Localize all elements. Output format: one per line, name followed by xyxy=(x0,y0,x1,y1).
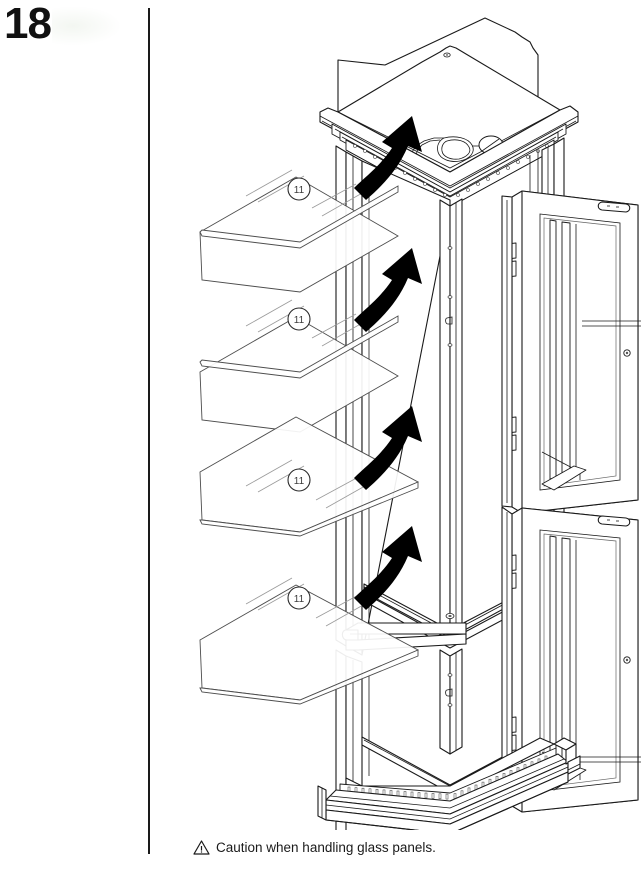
callout-11-panel-3: 11 xyxy=(287,468,311,492)
glass-shelf-panel-1: 11 xyxy=(199,169,399,293)
glass-shelf-panel-3: 11 xyxy=(199,416,420,537)
scan-smudge xyxy=(52,6,122,46)
shelf-pin-holes-lower xyxy=(445,673,453,707)
callout-11-panel-4: 11 xyxy=(287,586,311,610)
svg-text:11: 11 xyxy=(294,315,305,326)
step-number: 18 xyxy=(4,0,52,48)
caution-caption: Caution when handling glass panels. xyxy=(193,840,436,855)
glass-shelf-panel-4: 11 xyxy=(199,577,420,705)
glass-door-upper[interactable] xyxy=(511,190,639,514)
warning-triangle-icon xyxy=(193,840,210,855)
insert-arrow-1 xyxy=(354,116,422,200)
svg-text:11: 11 xyxy=(294,476,305,487)
base-molding xyxy=(317,737,569,830)
assembly-illustration: .ln{fill:none;stroke:#1a1a1a;stroke-widt… xyxy=(150,0,641,830)
base-dentil-trim xyxy=(347,755,548,800)
base-molding-right-return xyxy=(553,737,641,775)
glass-shelf-panel-2: 11 xyxy=(199,299,399,433)
insert-arrow-3 xyxy=(354,406,422,490)
svg-text:11: 11 xyxy=(294,594,305,605)
callout-11-panel-2: 11 xyxy=(287,307,311,331)
crown-molding xyxy=(319,105,579,208)
shelf-pin-holes xyxy=(445,246,453,347)
svg-text:11: 11 xyxy=(294,185,305,196)
door-handle xyxy=(597,201,631,213)
caution-text: Caution when handling glass panels. xyxy=(216,839,436,855)
vertical-divider xyxy=(148,8,150,854)
callout-11-panel-1: 11 xyxy=(287,177,311,201)
insert-arrow-2 xyxy=(354,248,422,332)
door-handle-lower xyxy=(597,515,631,527)
insert-arrow-4 xyxy=(354,526,422,610)
